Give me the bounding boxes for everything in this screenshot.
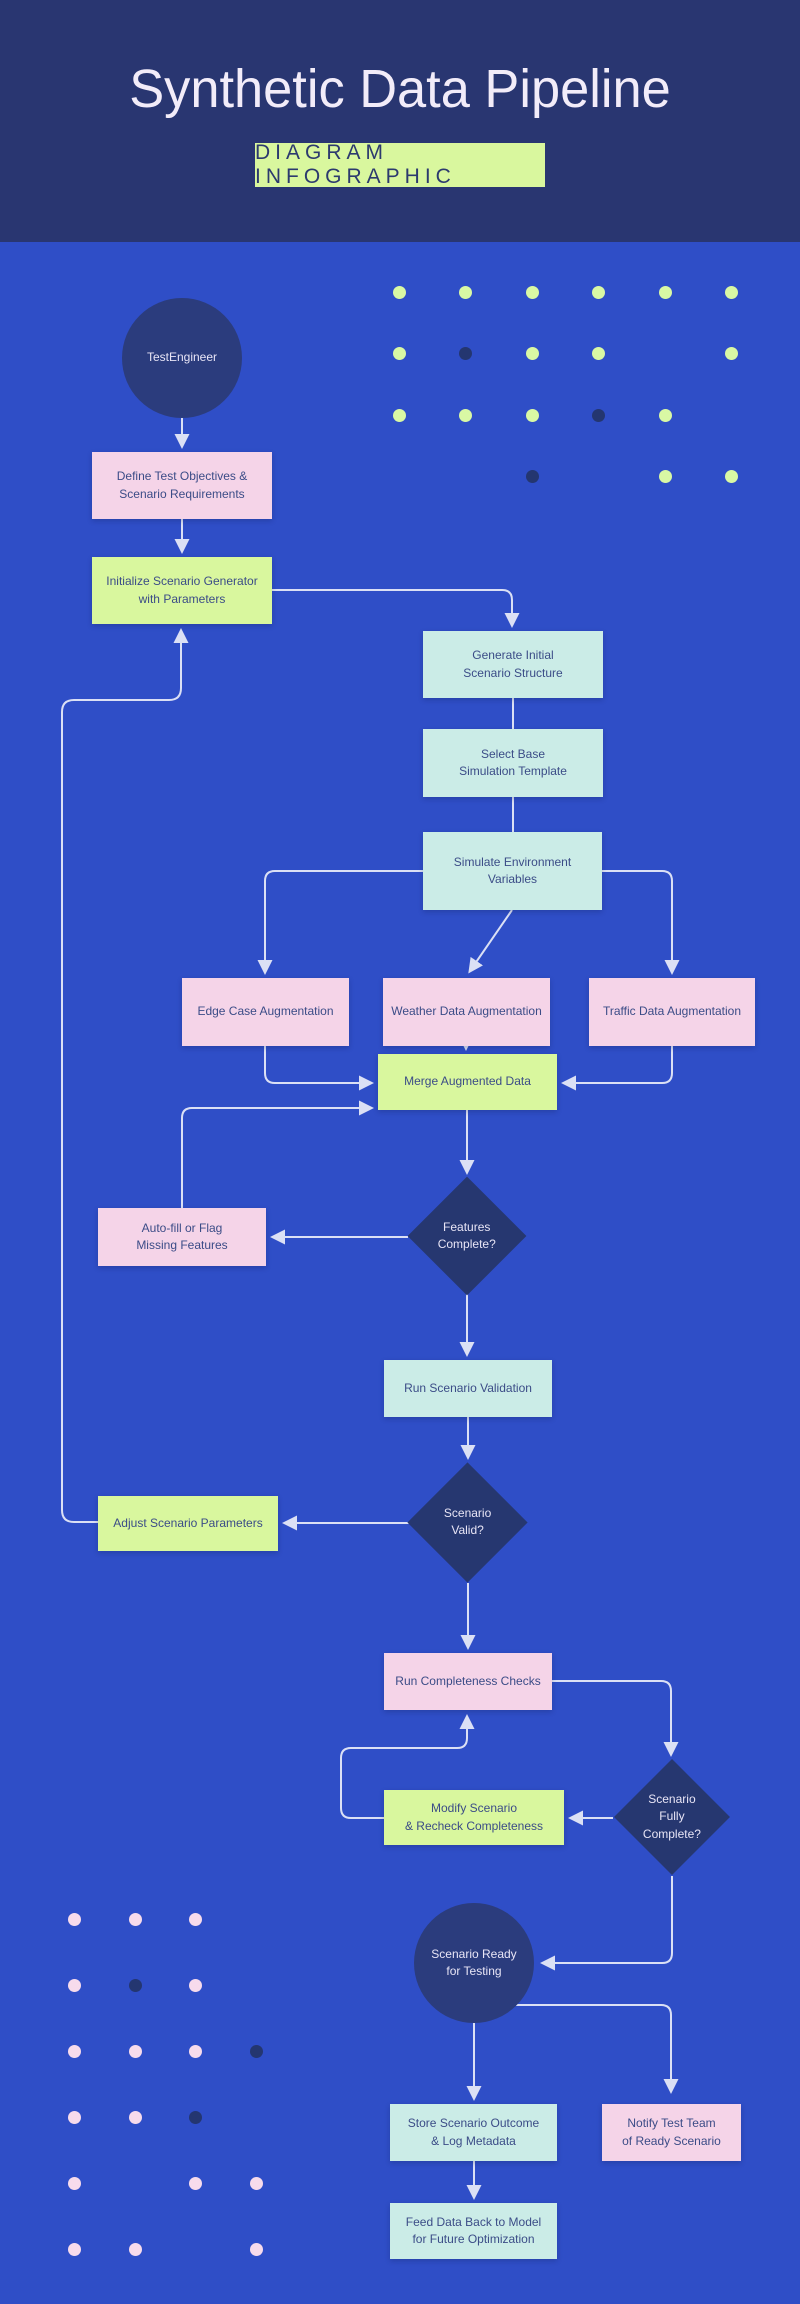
subtitle-badge: DIAGRAM INFOGRAPHIC [255,141,545,188]
node-merge-augmented-data: Merge Augmented Data [378,1054,557,1110]
node-edge-case-augmentation: Edge Case Augmentation [182,978,349,1046]
decorative-dot [725,286,738,299]
edge-simulate-to-edgecase [257,870,423,975]
node-weather-data-augmentation: Weather Data Augmentation [383,978,550,1046]
node-notify-test-team: Notify Test Team of Ready Scenario [602,2104,741,2161]
decorative-dot [592,347,606,361]
decorative-dot [250,2177,264,2190]
decorative-dot [658,286,672,299]
node-select-base-template: Select Base Simulation Template [423,729,603,797]
decorative-dot [189,2111,203,2124]
node-feed-data-back-to-model: Feed Data Back to Model for Future Optim… [390,2203,557,2259]
edge-simulate-to-traffic [602,870,680,975]
edge-ready-to-notify [516,2004,679,2094]
node-simulate-environment-variables: Simulate Environment Variables [423,832,602,910]
decorative-dot [128,1913,142,1926]
decorative-dot [725,469,738,483]
edge-simulate-to-weather [468,909,513,974]
decorative-dot [459,408,473,422]
decorative-dot [592,408,606,422]
decorative-dot [393,286,406,299]
edge-fullycomplete-to-ready [540,1876,673,1971]
node-generate-initial-structure: Generate Initial Scenario Structure [423,631,603,698]
node-autofill-missing-features: Auto-fill or Flag Missing Features [98,1208,266,1266]
decorative-dot [393,408,406,422]
edge-edgecase-to-merge [264,1046,374,1091]
decorative-dot [525,347,539,361]
decorative-dot [68,1979,81,1992]
decorative-dot [525,408,539,422]
node-scenario-ready-for-testing: Scenario Ready for Testing [414,1903,534,2023]
edge-adjust-to-initialize-loop [61,628,189,1523]
decorative-dot [459,286,473,299]
decorative-dot [658,408,672,422]
decorative-dot [189,1979,203,1992]
node-test-engineer: TestEngineer [122,298,242,418]
decorative-dot [128,1979,142,1992]
edge-initialize-to-generate [272,589,520,628]
decorative-dot [128,2243,142,2256]
decorative-dot [68,1913,81,1926]
decorative-dot [525,286,539,299]
edge-autofill-to-merge [181,1100,374,1208]
header-band: Synthetic Data Pipeline DIAGRAM INFOGRAP… [0,0,800,242]
edge-traffic-to-merge [561,1046,673,1091]
decorative-dot [725,347,738,361]
edge-completeness-to-fullycomplete [552,1680,679,1757]
decorative-dot [128,2111,142,2124]
decorative-dot [189,2045,203,2058]
decorative-dot [68,2243,81,2256]
node-run-completeness-checks: Run Completeness Checks [384,1653,552,1710]
node-modify-scenario-recheck: Modify Scenario & Recheck Completeness [384,1790,564,1845]
decorative-dot [525,469,539,483]
decorative-dot [128,2045,142,2058]
node-store-scenario-outcome: Store Scenario Outcome & Log Metadata [390,2104,557,2161]
decorative-dot [459,347,473,361]
node-traffic-data-augmentation: Traffic Data Augmentation [589,978,755,1046]
decorative-dot [250,2045,264,2058]
decorative-dot [68,2177,81,2190]
decorative-dot [68,2045,81,2058]
decorative-dot [68,2111,81,2124]
edge-modify-to-completeness-loop [340,1714,475,1819]
decorative-dot [189,2177,203,2190]
decorative-dot [189,1913,203,1926]
decorative-dot [250,2243,264,2256]
node-adjust-scenario-parameters: Adjust Scenario Parameters [98,1496,278,1551]
decorative-dot [592,286,606,299]
decorative-dot [393,347,406,361]
node-run-scenario-validation: Run Scenario Validation [384,1360,552,1417]
node-initialize-scenario-generator: Initialize Scenario Generator with Param… [92,557,272,624]
decorative-dot [658,469,672,483]
node-define-test-objectives: Define Test Objectives & Scenario Requir… [92,452,272,519]
page-title: Synthetic Data Pipeline [129,59,671,119]
